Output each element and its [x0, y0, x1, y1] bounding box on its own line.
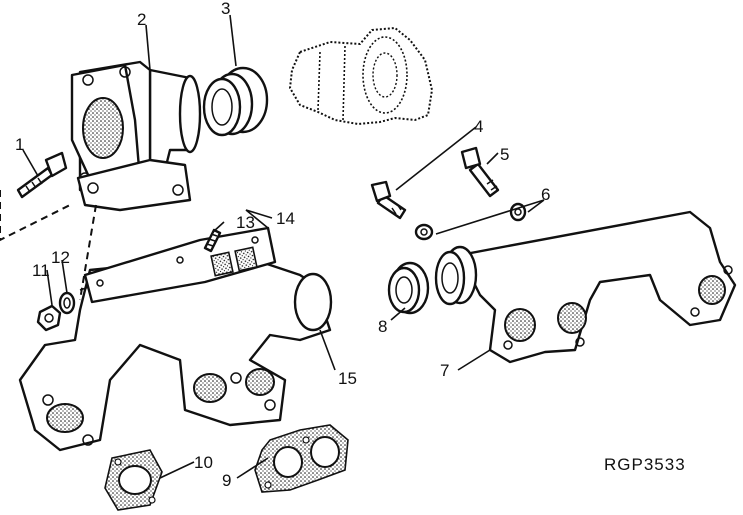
washer-part-6a — [414, 223, 434, 241]
nut-part-11 — [36, 304, 62, 332]
gasket-twin-port — [254, 424, 349, 493]
washer-part-12 — [58, 291, 76, 315]
ring-seal — [202, 66, 269, 137]
heat-shield-plate — [83, 226, 277, 304]
flange-alignment-dash — [79, 204, 97, 301]
sealing-ring — [387, 261, 430, 315]
callout-10: 10 — [194, 453, 213, 472]
bolt-part-4 — [370, 180, 407, 220]
callout-14: 14 — [276, 209, 295, 228]
callout-4: 4 — [474, 117, 483, 136]
callout-1: 1 — [15, 135, 24, 154]
callout-labels: 1 2 3 4 5 6 7 8 9 10 11 12 13 14 15 — [15, 0, 550, 490]
callout-11: 11 — [32, 261, 50, 280]
leader-lines — [22, 14, 545, 479]
exhaust-manifold-secondary — [434, 210, 737, 364]
callout-7: 7 — [440, 361, 449, 380]
callout-13: 13 — [236, 213, 255, 232]
bolt-part-5 — [460, 146, 500, 198]
callout-2: 2 — [137, 10, 146, 29]
bolt-part-1 — [16, 151, 68, 199]
turbocharger-outline — [288, 26, 434, 126]
callout-15: 15 — [338, 369, 357, 388]
exhaust-elbow-adapter — [70, 60, 202, 212]
bolt-1-path — [0, 190, 71, 242]
reference-code: RGP3533 — [604, 455, 686, 474]
exhaust-manifold-main — [18, 253, 333, 452]
callout-12: 12 — [51, 248, 70, 267]
gasket-small — [104, 449, 163, 511]
shield-bolt — [203, 228, 222, 253]
washer-part-6b — [509, 202, 527, 222]
callout-9: 9 — [222, 471, 231, 490]
callout-3: 3 — [221, 0, 230, 18]
callout-5: 5 — [500, 145, 509, 164]
callout-6: 6 — [541, 185, 550, 204]
callout-8: 8 — [378, 317, 387, 336]
